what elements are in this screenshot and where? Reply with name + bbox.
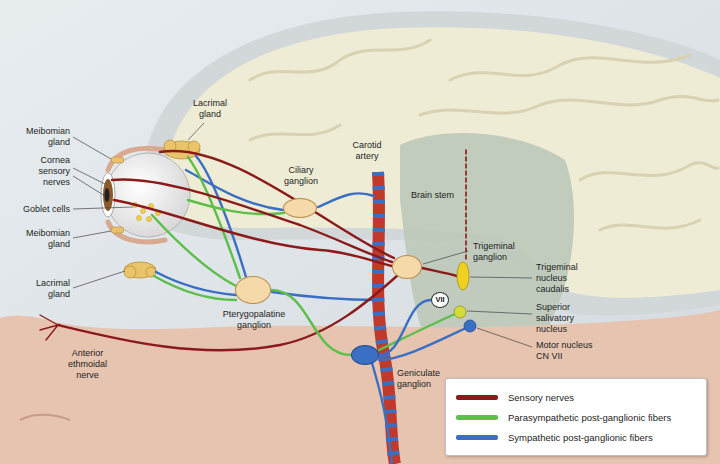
ganglion-label: Trigeminal ganglion	[473, 241, 533, 263]
leader-line	[470, 277, 532, 278]
part-label: Motor nucleus CN VII	[536, 340, 606, 362]
legend-text: Parasympathetic post-ganglionic fibers	[508, 412, 671, 423]
nerve-marker-circle: VII	[431, 292, 449, 308]
lacrimal-gland-upper	[164, 140, 200, 159]
legend-swatch	[456, 395, 498, 400]
legend-box: Sensory nervesParasympathetic post-gangl…	[445, 378, 707, 456]
goblet-cell	[147, 217, 152, 222]
goblet-cell	[137, 216, 142, 221]
gland-lobe	[124, 262, 156, 278]
sensory-nerve	[160, 151, 394, 258]
nerve-fiber	[318, 193, 374, 207]
part-label: Meibomian gland	[18, 126, 70, 148]
part-label: Lacrimal gland	[182, 98, 238, 120]
leader-line	[73, 137, 111, 159]
legend-swatch	[456, 435, 498, 440]
parasympathetic-fibers	[152, 157, 455, 350]
pupil	[105, 188, 110, 202]
part-label: Anterior ethmoidal nerve	[60, 348, 115, 381]
nerve-fiber	[152, 215, 236, 286]
sensory-nerves	[40, 150, 466, 350]
nerve-fiber	[188, 200, 284, 214]
gyrus	[580, 163, 718, 180]
lower-eyelid	[108, 222, 165, 242]
gyrus	[450, 55, 690, 80]
leader-line	[467, 311, 532, 314]
leader-line	[477, 328, 532, 347]
goblet-cell	[141, 209, 146, 214]
lip-line	[20, 415, 70, 420]
ganglion-label: Pterygopalatine ganglion	[216, 309, 292, 331]
legend-row: Sympathetic post-ganglionic fibers	[456, 427, 696, 447]
motor-nucleus	[464, 320, 476, 332]
nerve-number: VII	[432, 293, 448, 307]
head	[0, 11, 720, 464]
ganglion-oval: Ciliary ganglion	[283, 198, 317, 218]
brainstem-nuclei	[454, 262, 476, 332]
leader-line	[73, 207, 133, 209]
nerve-fiber	[372, 363, 392, 464]
part-label: Brain stem	[405, 190, 460, 201]
sensory-nerve	[112, 179, 392, 262]
nerve-endings	[40, 315, 58, 340]
leader-line	[73, 231, 111, 238]
leader-line	[73, 271, 125, 288]
part-label: Lacrimal gland	[18, 278, 70, 300]
lacrimal-gland-lower	[124, 262, 156, 278]
part-label: Superior salivatory nucleus	[536, 302, 598, 335]
trigeminal-nucleus	[457, 262, 469, 290]
nerve-fiber	[154, 276, 236, 300]
anterior-ethmoidal-nerve	[58, 275, 398, 350]
descending-tract	[465, 150, 467, 260]
nerve-fiber	[196, 156, 246, 277]
leader-line	[73, 168, 105, 184]
legend-row: Sensory nerves	[456, 387, 696, 407]
leader-line	[188, 123, 204, 140]
legend-text: Sympathetic post-ganglionic fibers	[508, 432, 653, 443]
part-label: Carotid artery	[345, 140, 389, 162]
legend-text: Sensory nerves	[508, 392, 574, 403]
sensory-nerve	[422, 268, 457, 276]
ganglion-oval: Trigeminal ganglion	[392, 255, 422, 279]
salivatory-nucleus	[454, 306, 466, 318]
nerve-fiber	[379, 314, 455, 350]
legend-swatch	[456, 415, 498, 420]
upper-eyelid	[108, 148, 165, 170]
part-label: Cornea sensory nerves	[18, 155, 70, 188]
meibomian-gland	[111, 157, 124, 163]
gyrus	[600, 220, 700, 230]
gland-lobe	[124, 266, 136, 278]
gyrus	[420, 96, 718, 115]
legend-row: Parasympathetic post-ganglionic fibers	[456, 407, 696, 427]
nerve-connector	[271, 290, 351, 355]
ganglion-label: Ciliary ganglion	[279, 165, 323, 187]
nerve-fiber	[188, 157, 240, 278]
face-skin	[0, 310, 720, 464]
nerve-connector	[379, 300, 431, 355]
eyeball	[106, 153, 190, 237]
ganglion-oval: Geniculate ganglion	[351, 345, 379, 365]
gyrus	[250, 125, 340, 140]
leader-line	[423, 251, 468, 264]
part-label: Meibomian gland	[18, 228, 70, 250]
ganglion-label: Geniculate ganglion	[397, 368, 449, 390]
part-label: Trigeminal nucleus caudalis	[536, 262, 598, 295]
gyrus	[250, 40, 430, 80]
ganglion-oval: Pterygopalatine ganglion	[235, 276, 271, 304]
sympathetic-fibers	[156, 156, 466, 464]
meibomian-gland	[111, 227, 124, 233]
leader-lines	[73, 123, 532, 347]
part-label: Goblet cells	[14, 204, 70, 215]
leader-line	[73, 176, 105, 196]
